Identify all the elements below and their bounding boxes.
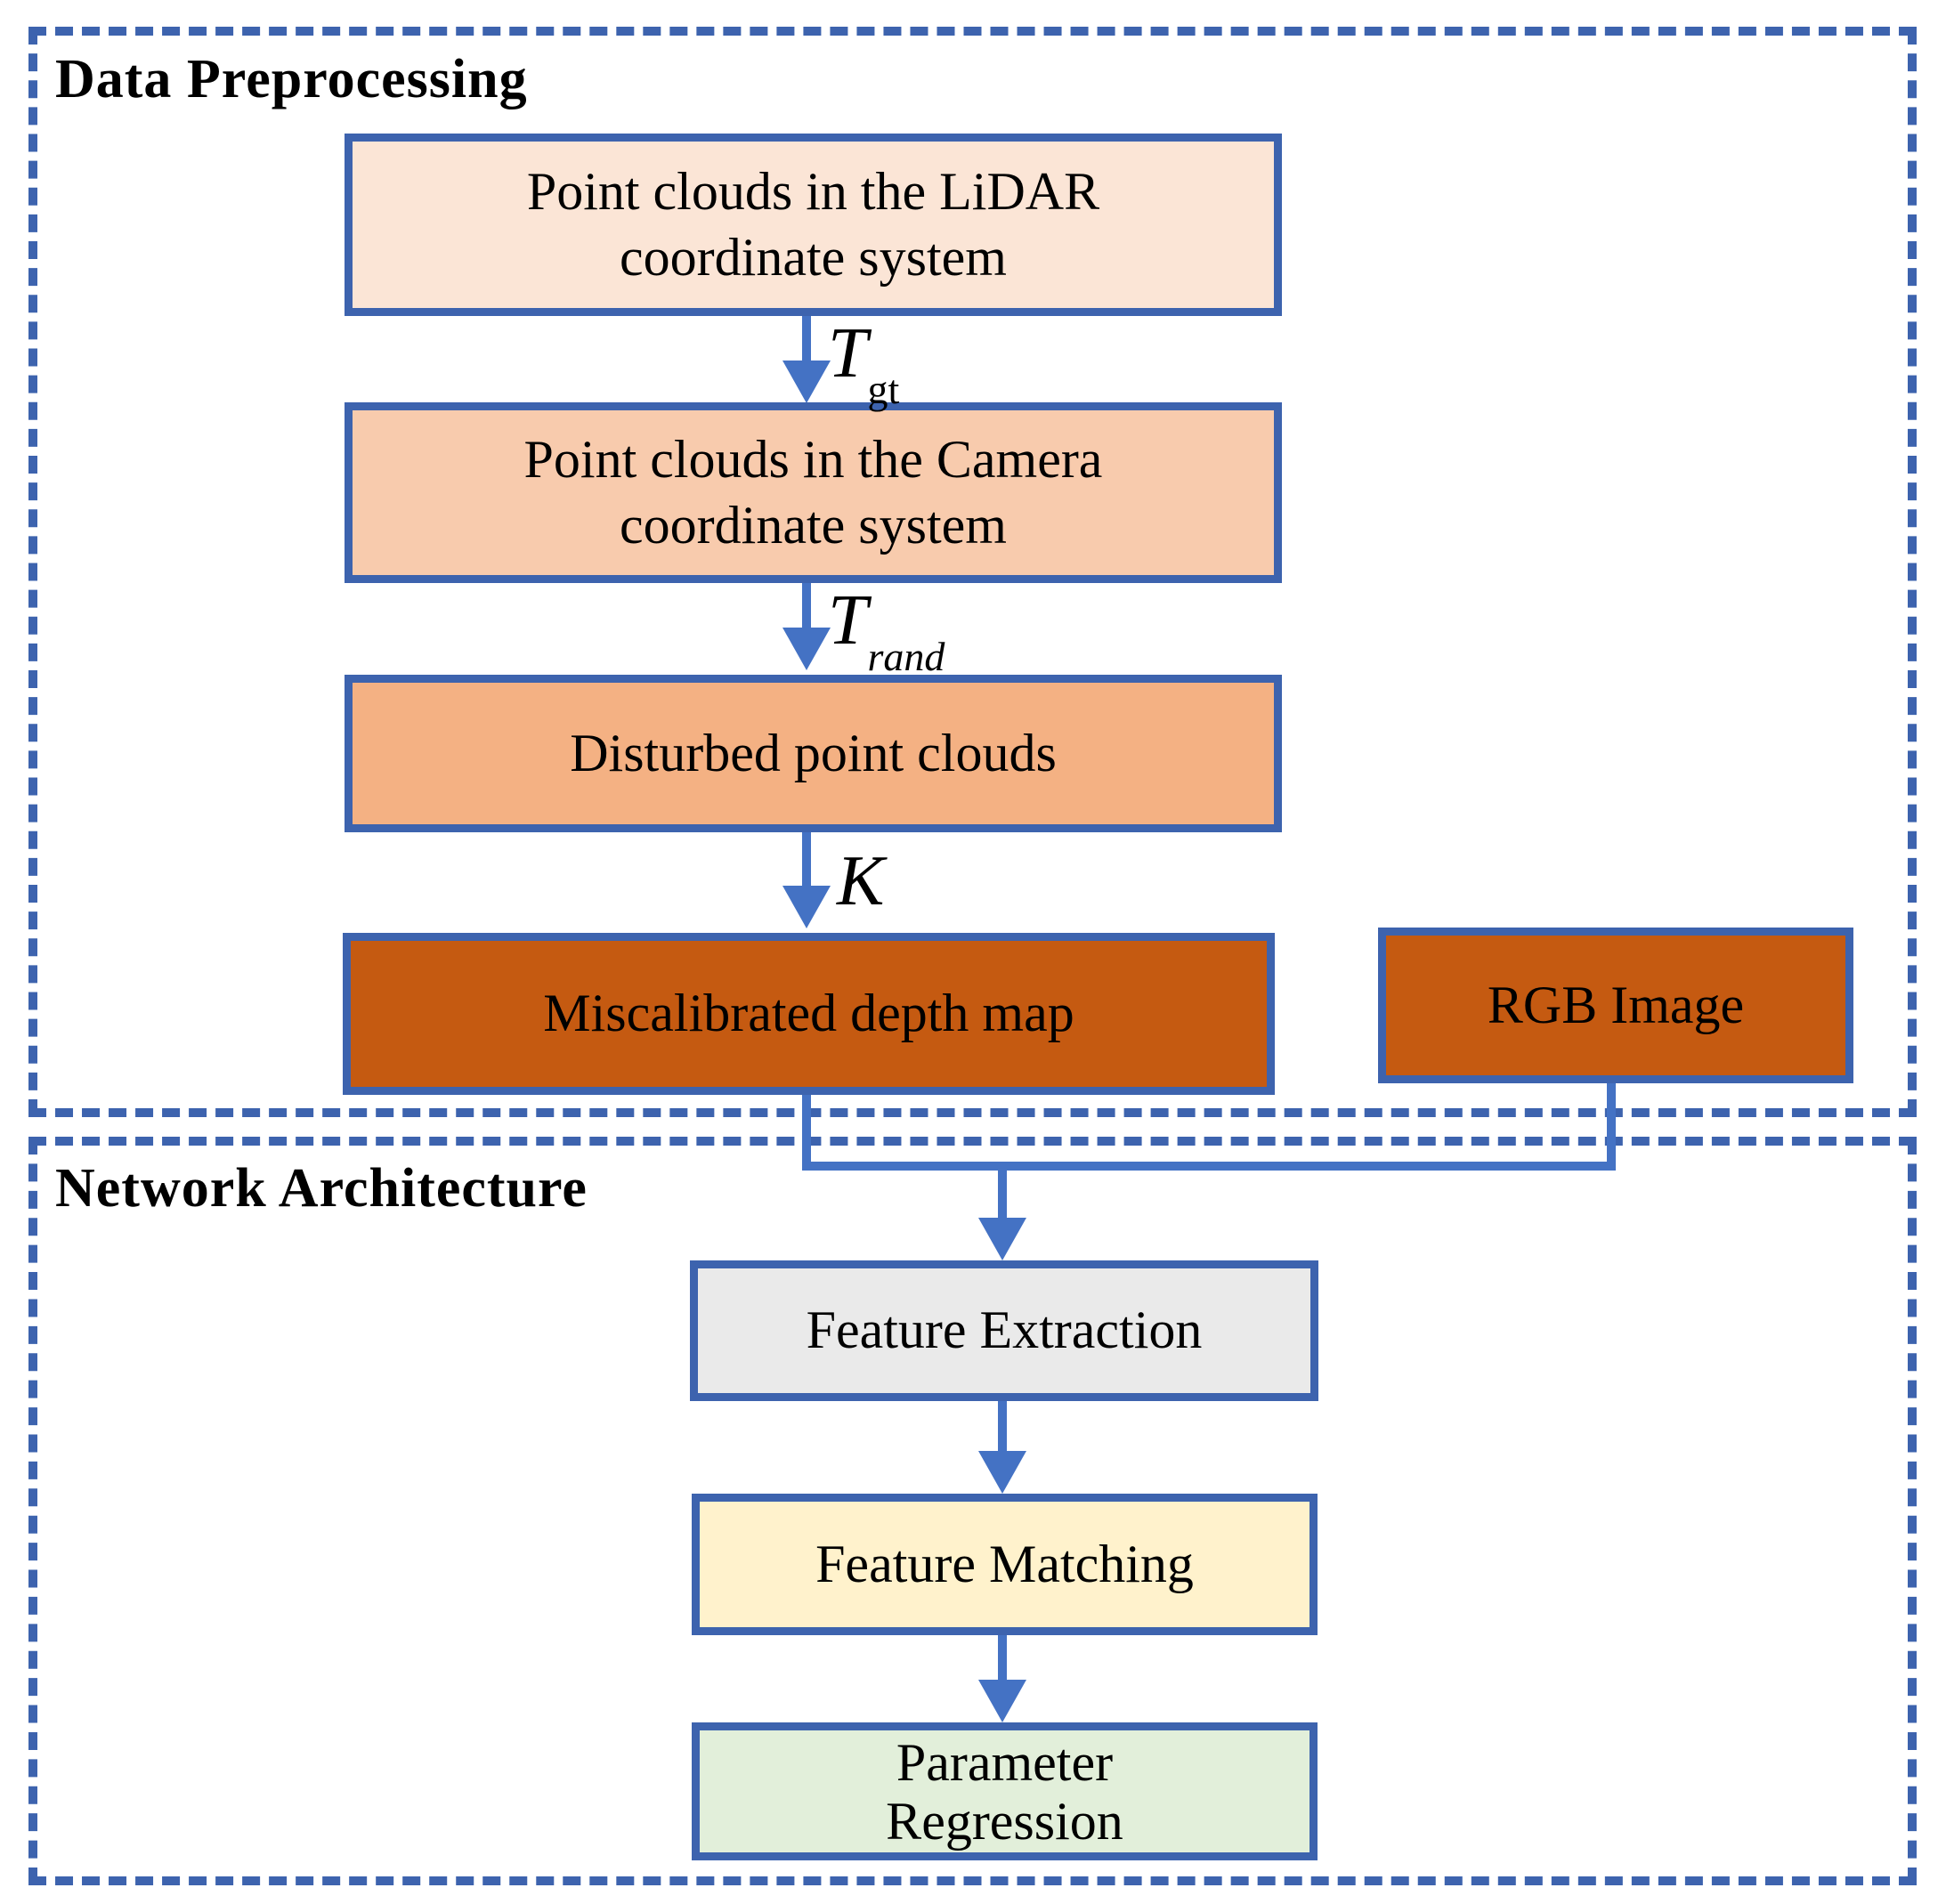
arrow-down-icon — [782, 316, 831, 403]
network-architecture-section — [28, 1137, 1917, 1885]
arrow-down-icon — [978, 1401, 1026, 1494]
box-label: Feature Matching — [815, 1534, 1194, 1593]
section-title-data-preprocessing: Data Preprocessing — [55, 49, 528, 109]
arrow-down-icon — [978, 1635, 1026, 1722]
box-label: Miscalibrated depth map — [543, 984, 1074, 1043]
data-preprocessing-section — [28, 27, 1917, 1117]
box-label: RGB Image — [1487, 975, 1745, 1034]
connector-depth-map-vertical-line — [802, 1095, 811, 1171]
connector-merge-horizontal-line — [802, 1162, 1616, 1171]
box-label-line: Regression — [886, 1791, 1123, 1851]
box-label-line: coordinate system — [620, 227, 1007, 287]
box-label-line: Parameter — [896, 1732, 1114, 1792]
edge-label-t-gt: Tgt — [828, 313, 899, 413]
box-parameter-regression: Parameter Regression — [692, 1722, 1318, 1860]
box-label-line: coordinate system — [620, 495, 1007, 555]
box-feature-matching: Feature Matching — [692, 1494, 1318, 1635]
edge-label-subscript: rand — [867, 634, 945, 679]
section-title-network-architecture: Network Architecture — [55, 1158, 588, 1219]
arrow-down-icon — [782, 583, 831, 670]
edge-label-k: K — [837, 841, 884, 941]
box-label-line: Point clouds in the LiDAR — [526, 162, 1100, 222]
box-label-line: Point clouds in the Camera — [523, 430, 1103, 490]
edge-label-subscript: gt — [867, 367, 900, 412]
arrow-down-icon — [782, 832, 831, 928]
box-label: Disturbed point clouds — [570, 723, 1057, 782]
edge-label-base: T — [828, 314, 868, 393]
edge-label-t-rand: Trand — [828, 580, 945, 680]
box-point-clouds-lidar: Point clouds in the LiDAR coordinate sys… — [345, 134, 1282, 316]
box-miscalibrated-depth-map: Miscalibrated depth map — [343, 933, 1275, 1095]
edge-label-base: T — [828, 581, 868, 660]
box-disturbed-point-clouds: Disturbed point clouds — [345, 675, 1282, 832]
box-point-clouds-camera: Point clouds in the Camera coordinate sy… — [345, 402, 1282, 583]
box-rgb-image: RGB Image — [1378, 928, 1853, 1083]
box-label: Feature Extraction — [806, 1300, 1203, 1360]
connector-rgb-image-vertical-line — [1607, 1083, 1616, 1171]
box-feature-extraction: Feature Extraction — [690, 1260, 1318, 1401]
arrow-down-icon — [978, 1162, 1026, 1260]
edge-label-base: K — [837, 842, 885, 920]
